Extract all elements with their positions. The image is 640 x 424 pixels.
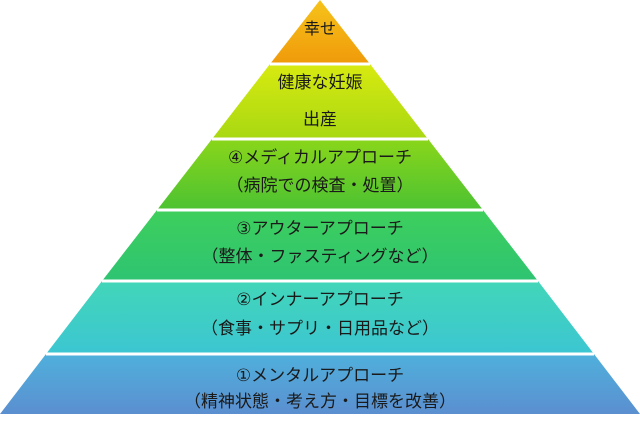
pyramid-tier-healthy-pregnancy: [212, 64, 428, 139]
tier-label-outer-title: ③アウターアプローチ: [236, 219, 404, 239]
tier-label-inner-title: ②インナーアプローチ: [236, 290, 404, 310]
pyramid-tier-happiness: [270, 0, 370, 64]
pyramid-tier-outer-approach: [102, 210, 538, 281]
tier-label-mental-detail: （精神状態・考え方・目標を改善）: [184, 392, 456, 412]
tier-separators: [46, 62, 594, 356]
tier-label-mental-title: ①メンタルアプローチ: [236, 366, 404, 386]
tier-label-healthy-pregnancy: 健康な妊娠: [278, 73, 363, 93]
pyramid-tier-inner-approach: [46, 281, 594, 354]
tier-label-outer-detail: （整体・ファスティングなど）: [202, 247, 439, 267]
pyramid-tier-medical-approach: [157, 139, 483, 210]
tier-label-inner-detail: （食事・サプリ・日用品など）: [201, 319, 439, 339]
pyramid-tier-mental-approach: [0, 354, 640, 414]
tier-label-birth: 出産: [303, 110, 337, 130]
tier-label-medical-title: ④メディカルアプローチ: [228, 147, 412, 168]
tier-label-happiness: 幸せ: [304, 19, 336, 38]
tier-label-medical-detail: （病院での検査・処置）: [227, 176, 414, 196]
